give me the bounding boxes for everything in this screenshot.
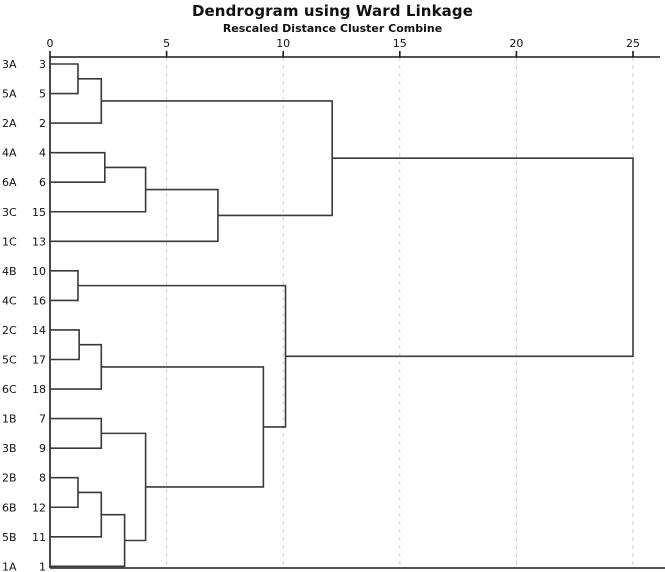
leaf-label-number: 6 bbox=[39, 176, 46, 189]
leaf-label-number: 11 bbox=[32, 531, 46, 544]
leaf-label-name: 6B bbox=[2, 501, 17, 514]
dendrogram-link bbox=[50, 188, 219, 243]
chart-title: Dendrogram using Ward Linkage bbox=[191, 2, 473, 20]
dendrogram-links bbox=[50, 63, 634, 568]
leaf-label-number: 18 bbox=[32, 383, 46, 396]
x-axis bbox=[49, 51, 665, 569]
leaf-label-name: 2C bbox=[2, 324, 17, 337]
leaf-label-number: 2 bbox=[39, 117, 46, 130]
leaf-label-number: 13 bbox=[32, 235, 46, 248]
leaf-label-name: 1A bbox=[2, 560, 17, 572]
leaf-label-name: 5C bbox=[2, 354, 17, 367]
leaf-label-name: 5A bbox=[2, 88, 17, 101]
leaf-label-name: 4C bbox=[2, 294, 17, 307]
leaf-label-number: 3 bbox=[39, 58, 46, 71]
dendrogram-link bbox=[50, 77, 103, 124]
leaf-label-name: 3B bbox=[2, 442, 17, 455]
leaf-label-name: 1B bbox=[2, 413, 17, 426]
dendrogram-link bbox=[50, 63, 79, 95]
x-axis-tick-labels: 0 5 10 15 20 25 bbox=[47, 37, 641, 50]
leaf-label-name: 1C bbox=[2, 235, 17, 248]
grid-lines bbox=[166, 57, 634, 568]
dendrogram-link bbox=[50, 151, 106, 183]
leaf-label-name: 4A bbox=[2, 147, 17, 160]
dendrogram-link bbox=[50, 513, 126, 568]
axis-tick-label: 10 bbox=[276, 37, 290, 50]
leaf-label-name: 6A bbox=[2, 176, 17, 189]
dendrogram-link bbox=[50, 270, 79, 302]
axis-tick-label: 15 bbox=[393, 37, 407, 50]
leaf-label-name: 3C bbox=[2, 206, 17, 219]
leaf-label-name: 6C bbox=[2, 383, 17, 396]
leaf-label-number: 15 bbox=[32, 206, 46, 219]
leaf-label-number: 14 bbox=[32, 324, 46, 337]
dendrogram-link bbox=[77, 284, 287, 428]
leaf-label-number: 8 bbox=[39, 472, 46, 485]
leaf-label-name: 2B bbox=[2, 472, 17, 485]
axis-tick-label: 0 bbox=[47, 37, 54, 50]
dendrogram-link bbox=[50, 329, 80, 361]
leaf-label-number: 16 bbox=[32, 294, 46, 307]
leaf-label-number: 12 bbox=[32, 501, 46, 514]
dendrogram-link bbox=[285, 157, 634, 358]
leaf-label-number: 7 bbox=[39, 413, 46, 426]
leaf-label-number: 9 bbox=[39, 442, 46, 455]
dendrogram-link bbox=[50, 343, 103, 390]
axis-tick-label: 5 bbox=[163, 37, 170, 50]
dendrogram-link bbox=[101, 100, 333, 217]
leaf-label-name: 5B bbox=[2, 531, 17, 544]
leaf-label-number: 1 bbox=[39, 560, 46, 572]
chart-subtitle: Rescaled Distance Cluster Combine bbox=[222, 22, 443, 35]
dendrogram-link bbox=[101, 366, 265, 488]
axis-tick-label: 25 bbox=[626, 37, 640, 50]
dendrogram-link bbox=[101, 432, 147, 542]
leaf-label-name: 3A bbox=[2, 58, 17, 71]
dendrogram-link bbox=[50, 417, 103, 449]
leaf-label-name: 4B bbox=[2, 265, 17, 278]
leaf-label-number: 5 bbox=[39, 88, 46, 101]
dendrogram-link bbox=[50, 476, 79, 509]
leaf-label-name: 2A bbox=[2, 117, 17, 130]
leaf-label-number: 10 bbox=[32, 265, 46, 278]
leaf-label-number: 17 bbox=[32, 354, 46, 367]
dendrogram-link bbox=[50, 166, 147, 213]
dendrogram-link bbox=[50, 491, 103, 538]
axis-tick-label: 20 bbox=[509, 37, 523, 50]
leaf-label-number: 4 bbox=[39, 147, 46, 160]
